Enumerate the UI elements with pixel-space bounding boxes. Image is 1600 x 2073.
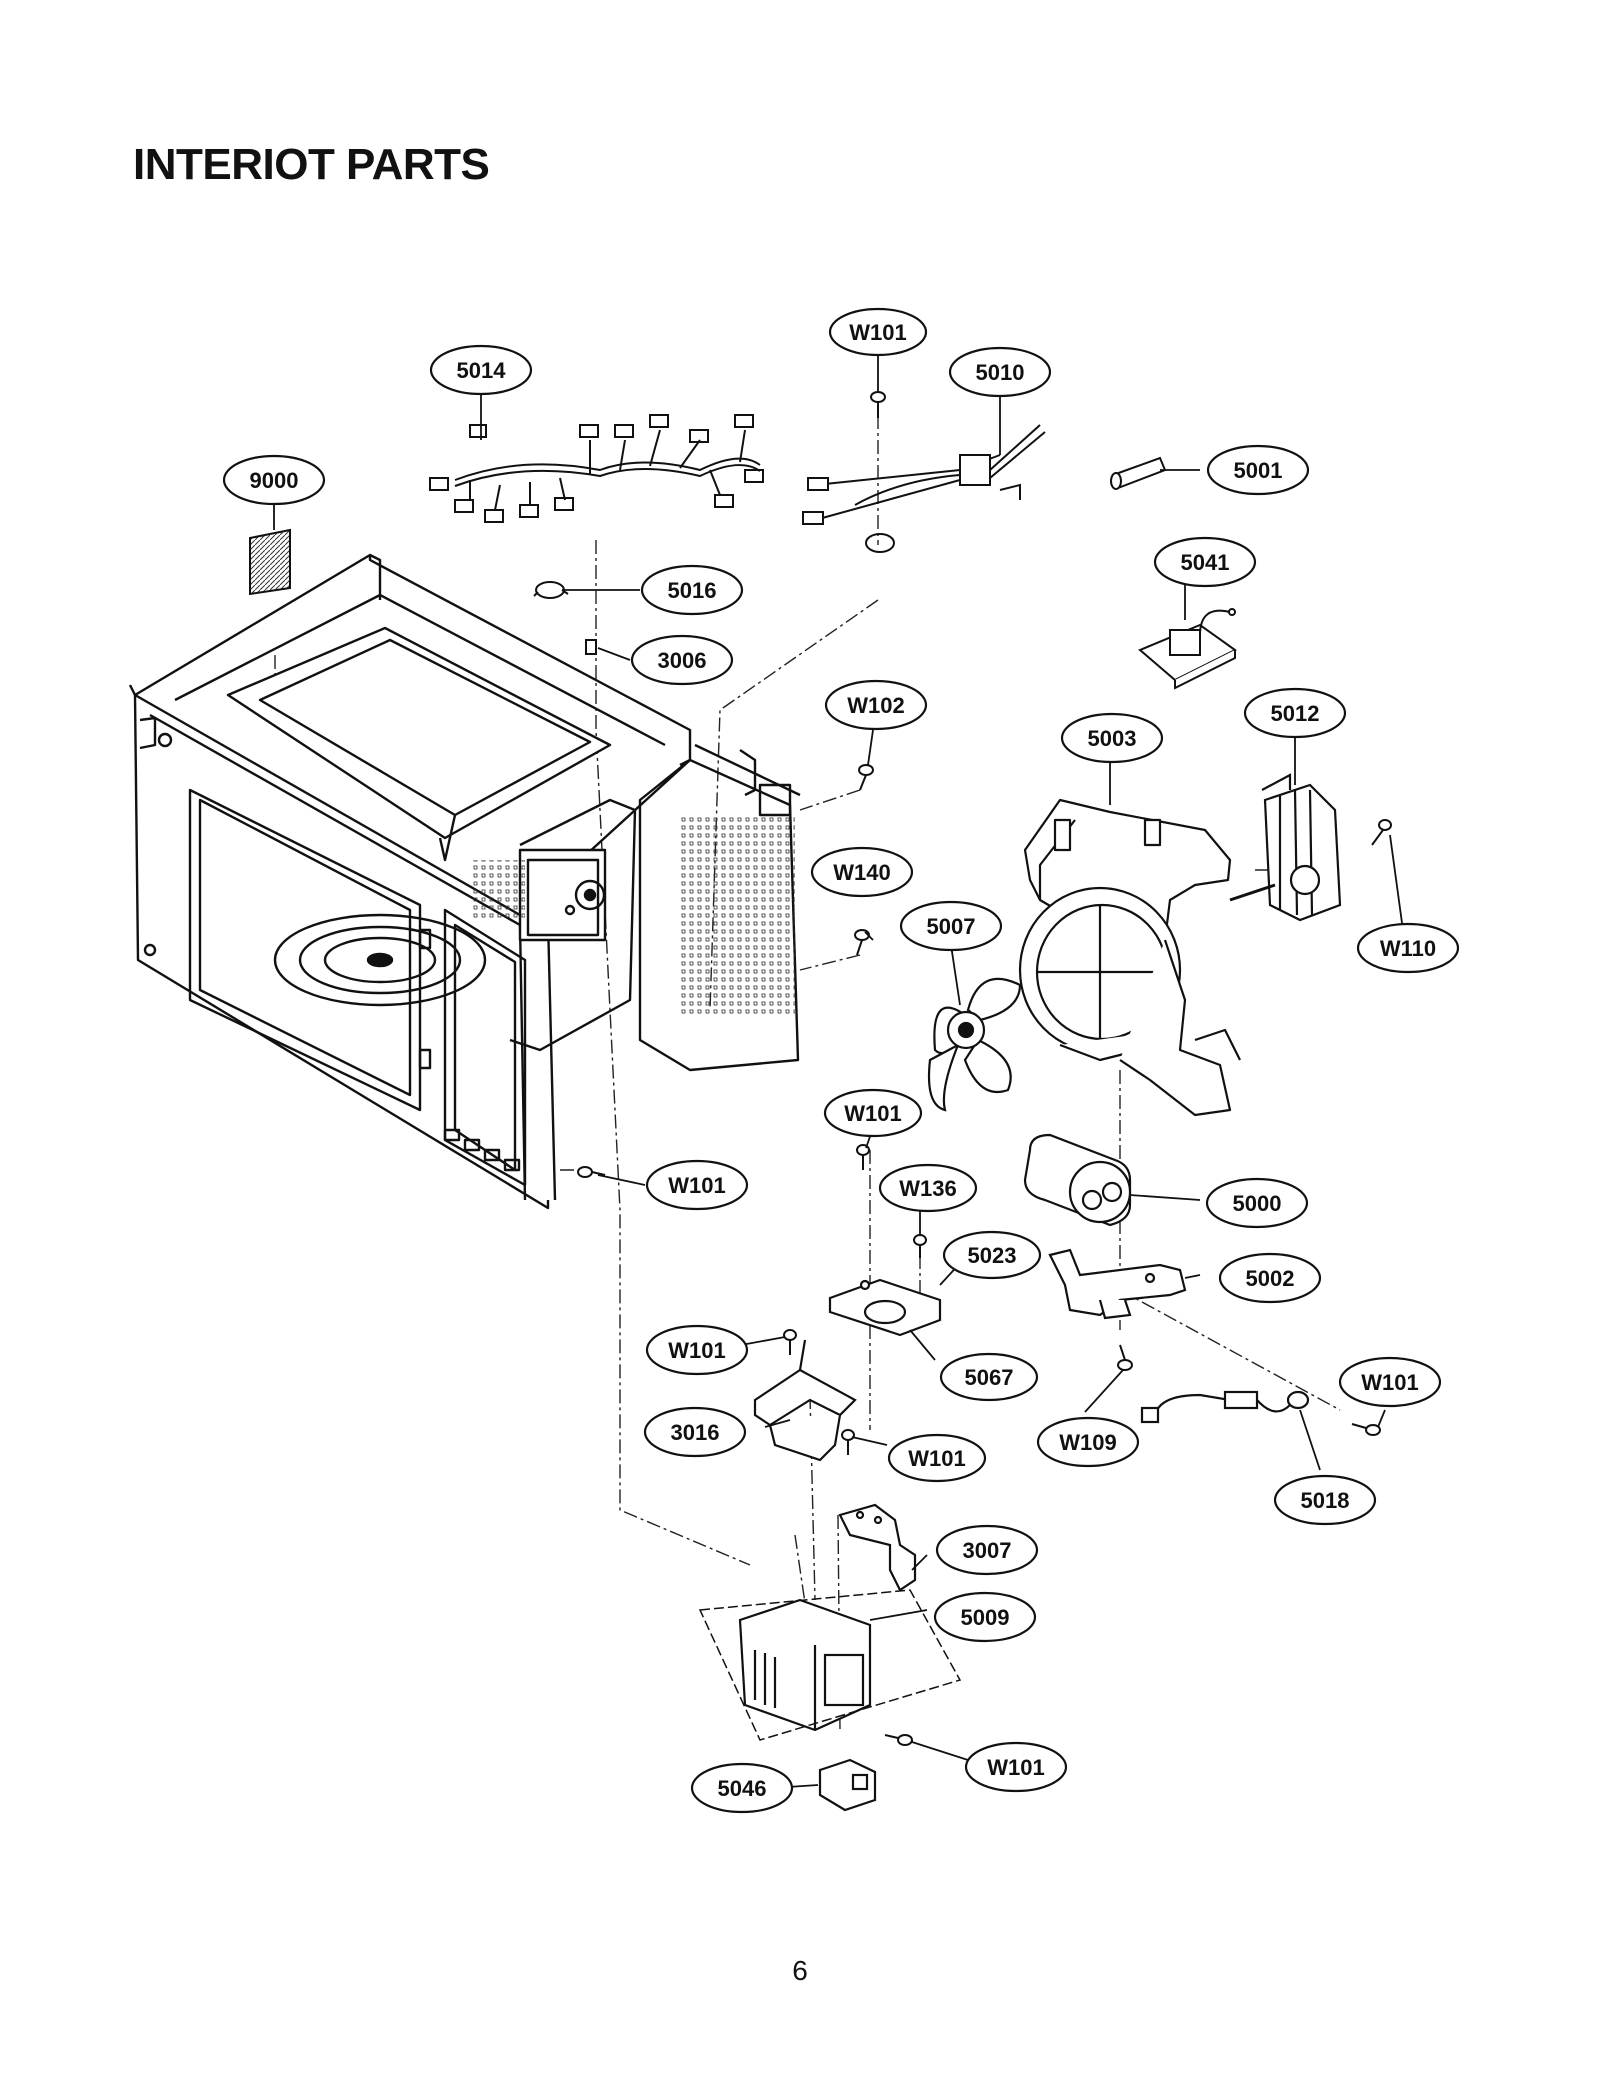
part-5012-fan-motor — [1229, 773, 1342, 922]
screw-w136 — [913, 1234, 927, 1258]
screw-w102 — [858, 764, 874, 791]
cavity-assembly — [128, 553, 801, 1210]
callout-w136: W136 — [878, 1163, 978, 1213]
callout-5007-text: 5007 — [927, 914, 976, 939]
callout-3006: 3006 — [630, 634, 734, 686]
page-number: 6 — [792, 1955, 808, 1986]
part-5007-fan-blade — [927, 977, 1022, 1112]
callout-5014-text: 5014 — [457, 358, 507, 383]
callout-w101-left-text: W101 — [668, 1173, 725, 1198]
callouts: W101 5014 5010 9000 5001 5041 5016 3006 … — [222, 307, 1460, 1814]
callout-w101-mid-text: W101 — [844, 1101, 901, 1126]
callout-w101-right: W101 — [1338, 1356, 1442, 1408]
callout-w101-top: W101 — [828, 307, 928, 357]
part-5041-relay-board — [1138, 608, 1237, 690]
callout-w101-left: W101 — [645, 1159, 749, 1211]
callout-w101-3016-text: W101 — [908, 1446, 965, 1471]
callout-5003: 5003 — [1060, 712, 1164, 764]
callout-3006-text: 3006 — [658, 648, 707, 673]
callout-w110-text: W110 — [1380, 936, 1436, 961]
callout-3007-text: 3007 — [963, 1538, 1012, 1563]
screw-w110 — [1371, 819, 1392, 846]
callout-5007: 5007 — [899, 900, 1003, 952]
callout-5001-text: 5001 — [1234, 458, 1283, 483]
callout-3016-text: 3016 — [671, 1420, 720, 1445]
page-title: INTERIOT PARTS — [133, 140, 490, 189]
screw-w101-left — [577, 1166, 606, 1178]
callout-5018: 5018 — [1273, 1474, 1377, 1526]
part-5046-connector — [818, 1758, 877, 1812]
screw-w109 — [1117, 1344, 1133, 1371]
part-5023-sensor-bracket — [828, 1278, 942, 1337]
callout-5002: 5002 — [1218, 1252, 1322, 1304]
screw-w101-top — [870, 391, 886, 418]
screws — [577, 391, 1392, 1746]
part-5002-capacitor-bracket — [1048, 1248, 1187, 1320]
part-3016-bracket — [753, 1339, 857, 1462]
callout-3016: 3016 — [643, 1406, 747, 1458]
callout-5016: 5016 — [640, 564, 744, 616]
callout-5046: 5046 — [690, 1762, 794, 1814]
part-5001-fuse — [1110, 456, 1167, 490]
part-5018-lead-wire — [1140, 1390, 1310, 1424]
screw-w101-bottom — [884, 1734, 913, 1746]
part-9000-label-card — [249, 528, 291, 596]
callout-w109: W109 — [1036, 1416, 1140, 1468]
part-3007-bracket — [838, 1503, 917, 1592]
callout-5067: 5067 — [939, 1352, 1039, 1402]
callout-5000-text: 5000 — [1233, 1191, 1282, 1216]
callout-5067-text: 5067 — [965, 1365, 1014, 1390]
callout-5023-text: 5023 — [968, 1243, 1017, 1268]
callout-5018-text: 5018 — [1301, 1488, 1350, 1513]
callout-3007: 3007 — [935, 1524, 1039, 1576]
callout-w101-bottom: W101 — [964, 1741, 1068, 1793]
callout-5002-text: 5002 — [1246, 1266, 1295, 1291]
callout-w101-5067-text: W101 — [668, 1338, 725, 1363]
callout-5023: 5023 — [942, 1230, 1042, 1280]
callout-w101-mid: W101 — [823, 1088, 923, 1138]
callout-w136-text: W136 — [899, 1176, 956, 1201]
callout-5014: 5014 — [429, 344, 533, 396]
callout-5016-text: 5016 — [668, 578, 717, 603]
callout-5010-text: 5010 — [976, 360, 1025, 385]
callout-5000: 5000 — [1205, 1177, 1309, 1229]
callout-5009-text: 5009 — [961, 1605, 1010, 1630]
callout-5010: 5010 — [948, 346, 1052, 398]
callout-w101-right-text: W101 — [1361, 1370, 1418, 1395]
callout-9000-text: 9000 — [250, 468, 299, 493]
callout-5009: 5009 — [933, 1591, 1037, 1643]
callout-w102: W102 — [824, 679, 928, 731]
callout-5041-text: 5041 — [1181, 550, 1230, 575]
part-5003-air-guide — [1018, 798, 1241, 1117]
callout-5003-text: 5003 — [1088, 726, 1137, 751]
callout-w101-3016: W101 — [887, 1433, 987, 1483]
callout-5046-text: 5046 — [718, 1776, 767, 1801]
leader-lines — [273, 355, 1406, 1788]
screw-w101-5067 — [783, 1329, 797, 1355]
callout-w140: W140 — [810, 846, 914, 898]
callout-5012: 5012 — [1243, 687, 1347, 739]
part-5009-magnetron — [698, 1589, 962, 1741]
part-3006-bracket — [585, 639, 597, 655]
callout-w101-top-text: W101 — [849, 320, 906, 345]
part-5010-power-cord — [802, 424, 1046, 553]
screw-w101-mid — [856, 1144, 870, 1170]
callout-w110: W110 — [1356, 922, 1460, 974]
callout-5001: 5001 — [1206, 444, 1310, 496]
callout-5041: 5041 — [1153, 536, 1257, 588]
callout-w140-text: W140 — [833, 860, 890, 885]
callout-w101-bottom-text: W101 — [987, 1755, 1044, 1780]
callout-w102-text: W102 — [847, 693, 904, 718]
callout-9000: 9000 — [222, 454, 326, 506]
screw-w101-right — [1351, 1423, 1381, 1436]
callout-w109-text: W109 — [1059, 1430, 1116, 1455]
callout-5012-text: 5012 — [1271, 701, 1320, 726]
part-5014-wire-harness — [429, 414, 764, 523]
part-5000-capacitor — [1023, 1133, 1132, 1227]
screw-w101-3016 — [841, 1429, 855, 1455]
callout-w101-5067: W101 — [645, 1324, 749, 1376]
